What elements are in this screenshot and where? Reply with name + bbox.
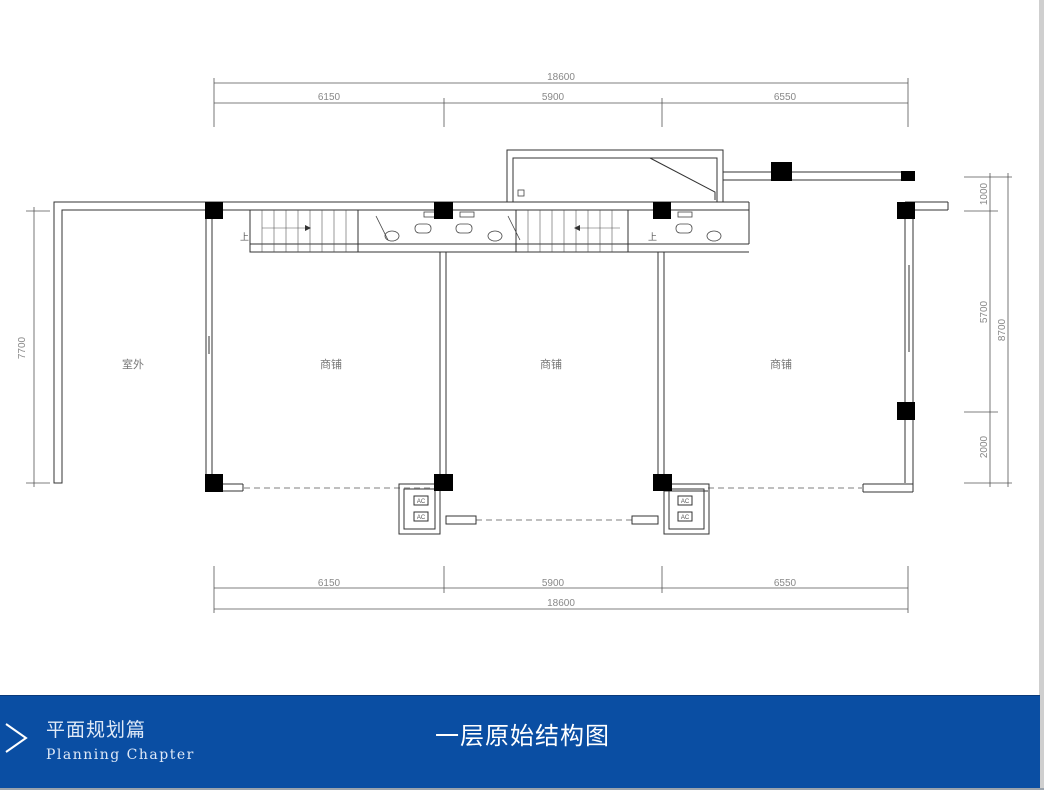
dim-bottom-seg-1: 6150 bbox=[318, 578, 341, 589]
slide-right-border bbox=[1039, 0, 1044, 790]
dim-right-seg-3: 2000 bbox=[979, 435, 990, 458]
top-dimensions bbox=[213, 78, 909, 127]
chapter-title-en: Planning Chapter bbox=[46, 747, 195, 763]
slide-title: 一层原始结构图 bbox=[435, 722, 610, 750]
ac-label-1: AC bbox=[417, 499, 426, 505]
stair-arrow-1 bbox=[305, 225, 311, 231]
ac-label-3: AC bbox=[681, 499, 690, 505]
dim-top-seg-3: 6550 bbox=[774, 92, 797, 103]
dim-right-seg-1: 1000 bbox=[979, 182, 990, 205]
ac-label-4: AC bbox=[681, 515, 690, 521]
chevron-right-icon bbox=[5, 723, 28, 753]
right-dimensions bbox=[964, 173, 1012, 487]
chapter-title-cn: 平面规划篇 bbox=[46, 719, 147, 741]
slide-footer-bar: 平面规划篇 Planning Chapter 一层原始结构图 bbox=[0, 695, 1040, 789]
stair-treads bbox=[261, 210, 620, 252]
bottom-rule bbox=[0, 788, 1044, 790]
dim-bottom-seg-2: 5900 bbox=[542, 578, 565, 589]
bottom-dimensions bbox=[213, 566, 909, 613]
room-label-outdoor: 室外 bbox=[122, 357, 144, 371]
dim-top-seg-1: 6150 bbox=[318, 92, 341, 103]
dim-top-total: 18600 bbox=[547, 72, 575, 83]
dim-bottom-seg-3: 6550 bbox=[774, 578, 797, 589]
ac-platforms bbox=[398, 483, 710, 535]
open-frontage bbox=[244, 487, 863, 521]
room-label-shop-2: 商铺 bbox=[540, 357, 562, 371]
walls bbox=[53, 149, 949, 493]
sanitary-fixtures bbox=[375, 189, 722, 242]
room-label-shop-3: 商铺 bbox=[770, 357, 792, 371]
dim-right-total: 8700 bbox=[997, 318, 1008, 341]
room-label-shop-1: 商铺 bbox=[320, 357, 342, 371]
ac-label-2: AC bbox=[417, 515, 426, 521]
floor-plan-drawing: 18600 6150 5900 6550 6150 5900 6550 1860… bbox=[17, 72, 1012, 613]
stair-arrow-2 bbox=[574, 225, 580, 231]
dim-top-seg-2: 5900 bbox=[542, 92, 565, 103]
left-dimension bbox=[26, 207, 50, 487]
dim-left-total: 7700 bbox=[17, 336, 28, 359]
stair-mark-2: 上 bbox=[648, 232, 657, 242]
dim-right-seg-2: 5700 bbox=[979, 300, 990, 323]
dim-bottom-total: 18600 bbox=[547, 598, 575, 609]
structural-columns bbox=[205, 162, 915, 492]
stair-mark-1: 上 bbox=[240, 232, 249, 242]
